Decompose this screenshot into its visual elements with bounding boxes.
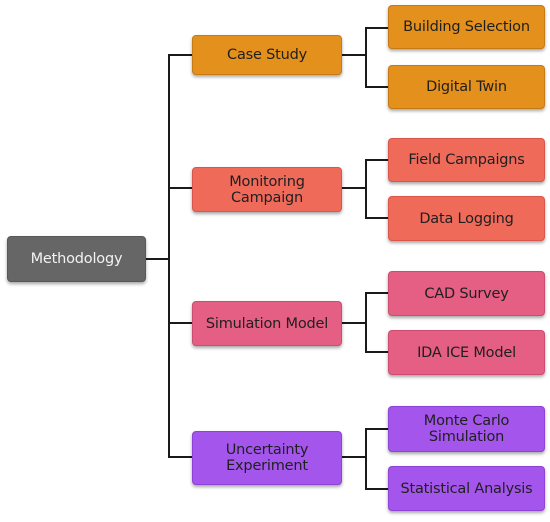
leaf-node-cad-survey: CAD Survey — [388, 271, 545, 316]
root-node-methodology: Methodology — [7, 236, 146, 282]
connector-monitoring-bracket — [365, 159, 367, 219]
connector-main-trunk — [168, 54, 170, 458]
connector-uncertainty-bracket — [365, 428, 367, 490]
connector-simulation-bracket — [365, 292, 367, 353]
leaf-node-label: IDA ICE Model — [417, 344, 516, 361]
leaf-node-ida-ice-model: IDA ICE Model — [388, 330, 545, 375]
connector-monitoring-out — [341, 187, 366, 189]
branch-node-uncertainty-experiment: Uncertainty Experiment — [192, 431, 342, 485]
leaf-node-label: Digital Twin — [426, 79, 507, 95]
connector-to-case-study — [168, 54, 192, 56]
leaf-node-monte-carlo-simulation: Monte Carlo Simulation — [388, 406, 545, 452]
connector-to-data-logging — [365, 217, 388, 219]
branch-node-label: Uncertainty Experiment — [225, 442, 309, 474]
connector-to-building-selection — [365, 27, 388, 29]
connector-to-monte-carlo-simulation — [365, 428, 388, 430]
leaf-node-label: Monte Carlo Simulation — [423, 413, 510, 445]
connector-to-digital-twin — [365, 86, 388, 88]
branch-node-label: Monitoring Campaign — [229, 173, 305, 206]
leaf-node-label: CAD Survey — [424, 285, 509, 302]
branch-node-label: Simulation Model — [205, 315, 329, 332]
branch-node-simulation-model: Simulation Model — [192, 301, 342, 346]
leaf-node-label: Data Logging — [419, 210, 514, 227]
branch-node-monitoring-campaign: Monitoring Campaign — [192, 167, 342, 212]
leaf-node-building-selection: Building Selection — [388, 5, 545, 49]
root-node-label: Methodology — [30, 251, 123, 267]
leaf-node-label: Building Selection — [403, 19, 530, 35]
connector-case-study-bracket — [365, 27, 367, 88]
connector-to-simulation-model — [168, 322, 192, 324]
connector-case-study-out — [341, 54, 366, 56]
connector-to-uncertainty-experiment — [168, 456, 192, 458]
connector-root-to-trunk — [145, 258, 170, 260]
leaf-node-field-campaigns: Field Campaigns — [388, 138, 545, 182]
connector-to-cad-survey — [365, 292, 388, 294]
leaf-node-label: Field Campaigns — [408, 152, 525, 168]
leaf-node-data-logging: Data Logging — [388, 196, 545, 241]
leaf-node-digital-twin: Digital Twin — [388, 65, 545, 109]
connector-simulation-out — [341, 322, 366, 324]
branch-node-label: Case Study — [227, 47, 307, 63]
connector-uncertainty-out — [341, 456, 366, 458]
connector-to-ida-ice-model — [365, 351, 388, 353]
branch-node-case-study: Case Study — [192, 35, 342, 75]
connector-to-field-campaigns — [365, 159, 388, 161]
leaf-node-statistical-analysis: Statistical Analysis — [388, 466, 545, 511]
leaf-node-label: Statistical Analysis — [400, 480, 533, 497]
connector-to-monitoring-campaign — [168, 187, 192, 189]
connector-to-statistical-analysis — [365, 488, 388, 490]
